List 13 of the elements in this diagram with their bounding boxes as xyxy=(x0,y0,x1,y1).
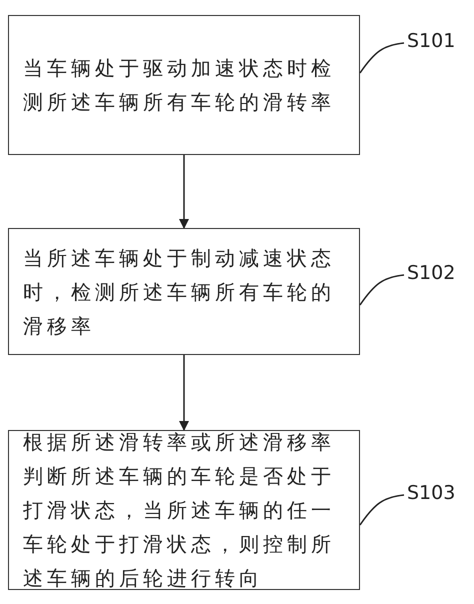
step-text: 根据所述滑转率或所述滑移率判断所述车辆的车轮是否处于打滑状态，当所述车辆的任一车轮处于打滑状态，则控制所述车辆的后轮进行转向 xyxy=(23,429,336,592)
step-number: S103 xyxy=(407,482,456,504)
leader-line xyxy=(359,42,404,74)
leader-line xyxy=(359,494,404,526)
step-number: S102 xyxy=(407,262,456,284)
step-text: 当车辆处于驱动加速状态时检测所述车辆所有车轮的滑转率 xyxy=(23,55,336,116)
step-text: 当所述车辆处于制动减速状态时，检测所述车辆所有车轮的滑移率 xyxy=(23,244,336,340)
process-box xyxy=(8,228,360,355)
process-box xyxy=(8,15,360,155)
leader-line xyxy=(359,274,404,306)
arrow xyxy=(179,355,189,431)
arrow xyxy=(179,155,189,229)
step-number: S101 xyxy=(407,30,456,52)
